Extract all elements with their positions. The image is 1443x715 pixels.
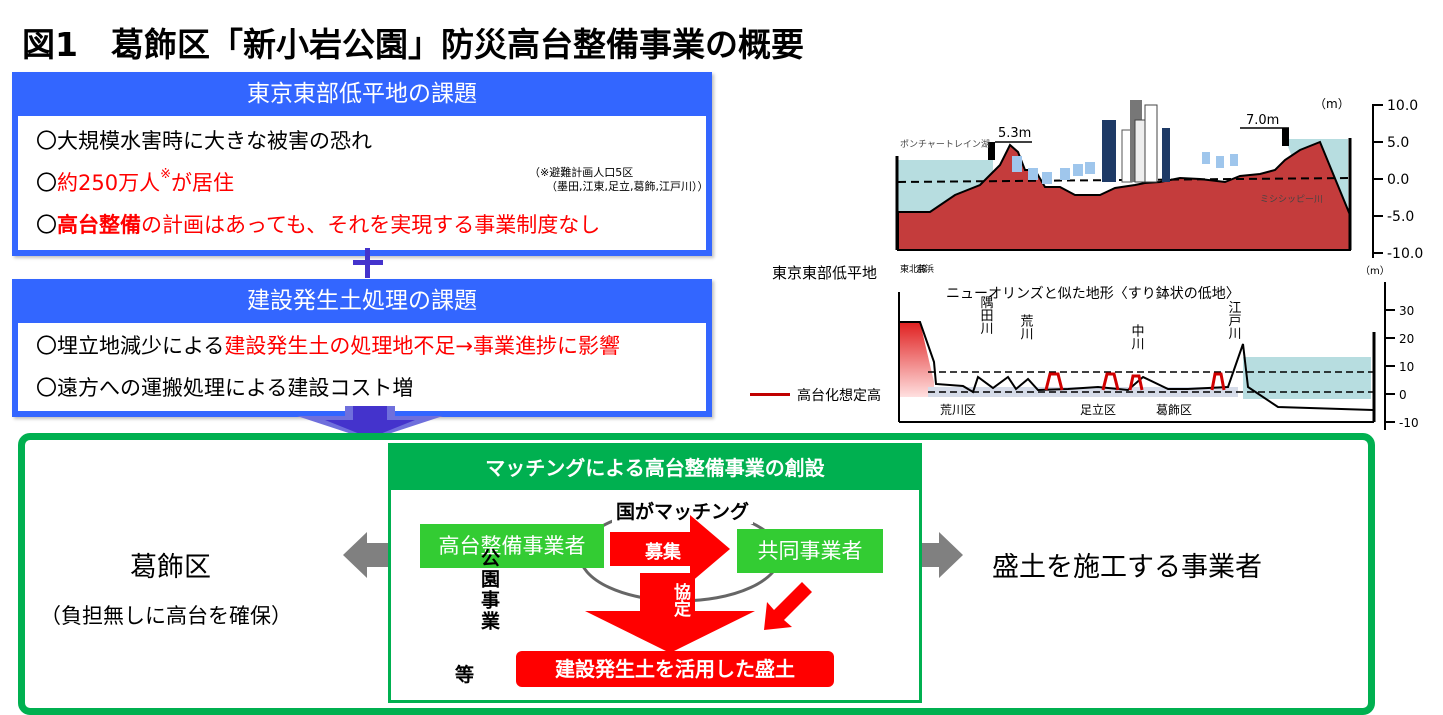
levee-right (1282, 128, 1289, 146)
levee-right-label: 7.0m (1246, 113, 1279, 128)
axis-tick-label: 0 (1399, 388, 1407, 402)
ward-label: 荒川区 (940, 403, 976, 417)
developer-box: 高台整備事業者 (420, 524, 604, 568)
axis-unit: （m） (1314, 97, 1350, 111)
contractor-title: 盛土を施工する事業者 (992, 552, 1262, 583)
issue-text: 大規模水害時に大きな被害の恐れ (57, 129, 372, 153)
katsushika-subtitle: （負担無しに高台を確保） (40, 604, 292, 628)
footnote-line-1: （※避難計画人口5区 (529, 166, 634, 179)
lowland-issue-1: 〇大規模水害時に大きな被害の恐れ (36, 120, 688, 162)
ward-label: 葛飾区 (1156, 403, 1192, 417)
park-project-label: 公園事業 (478, 548, 500, 632)
lowland-issue-2: 〇約250万人※が居住 （※避難計画人口5区 （墨田,江東,足立,葛飾,江戸川）… (36, 162, 709, 204)
matching-heading: マッチングによる高台整備事業の創設 (391, 446, 919, 490)
bullet: 〇 (36, 376, 57, 400)
legend-label: 高台化想定高 (797, 388, 881, 404)
issue-highlight: 建設発生土の処理地不足→事業進捗に影響 (224, 334, 620, 358)
bullet: 〇 (36, 213, 57, 237)
issue-text: が居住 (171, 171, 234, 195)
terrain (897, 140, 1351, 251)
river-label: 江戸川 (1226, 301, 1242, 340)
page-title: 図1 葛飾区「新小岩公園」防災高台整備事業の概要 (22, 25, 804, 64)
axis-tick-label: -10.0 (1387, 246, 1423, 262)
lowland-issue-3: 〇高台整備の計画はあっても、それを実現する事業制度なし (36, 204, 688, 246)
building (1102, 120, 1116, 182)
issue-text: 埋立地減少による (57, 334, 225, 358)
lowland-issues-heading: 東京東部低平地の課題 (247, 81, 477, 107)
highland-markers (1044, 372, 1226, 391)
axis-tick-label: 10 (1399, 360, 1414, 374)
new-orleans-profile: ポンチャートレイン湖 5.3m 7.0m ミシシッピー川 （m） 10.0 5.0… (895, 97, 1423, 262)
population-text: 約250万人 (57, 171, 161, 195)
axis-unit: （m） (1360, 265, 1390, 277)
lowland-issues-body: 〇大規模水害時に大きな被害の恐れ 〇約250万人※が居住 （※避難計画人口5区 … (18, 116, 709, 250)
bullet: 〇 (36, 334, 57, 358)
legend-line-icon (750, 393, 790, 396)
soil-issues-heading: 建設発生土処理の課題 (247, 288, 477, 314)
tokyo-profile: 東北線 京浜 ニューオリンズと似た地形〈すり鉢状の低地〉 隅田川 荒川 中川 江… (898, 263, 1419, 430)
river-label: 隅田川 (978, 296, 994, 335)
river-label: ミシシッピー川 (1260, 194, 1323, 205)
result-box: 建設発生土を活用した盛土 (516, 651, 834, 687)
highland-text: 高台整備 (57, 213, 141, 237)
footnote-mark: ※ (160, 167, 171, 182)
soil-issues-box: 建設発生土処理の課題 〇埋立地減少による建設発生土の処理地不足→事業進捗に影響 … (12, 279, 712, 417)
katsushika-title: 葛飾区 (130, 552, 211, 583)
rail-label-2: 京浜 (916, 263, 934, 275)
rail-label-1: 東北線 (900, 263, 927, 275)
agreement-label: 協定 (670, 583, 690, 617)
agreement-arrow-icon (585, 573, 755, 653)
footnote-line-2: （墨田,江東,足立,葛飾,江戸川）） (546, 180, 709, 193)
issue-text: 遠方への運搬処理による建設コスト増 (57, 376, 414, 400)
river-label: 中川 (1129, 324, 1145, 350)
soil-issue-2: 〇遠方への運搬処理による建設コスト増 (36, 367, 688, 409)
soil-issue-1: 〇埋立地減少による建設発生土の処理地不足→事業進捗に影響 (36, 325, 688, 367)
etc-label: 等 (455, 664, 475, 686)
river-label: 荒川 (1018, 314, 1034, 340)
axis-tick-label: 10.0 (1387, 98, 1418, 114)
bullet: 〇 (36, 129, 57, 153)
levee-left (988, 142, 995, 160)
tokyo-caption: ニューオリンズと似た地形〈すり鉢状の低地〉 (946, 286, 1240, 302)
axis-tick-label: 20 (1399, 332, 1414, 346)
ward-label: 足立区 (1080, 402, 1116, 417)
bullet: 〇 (36, 171, 57, 195)
axis-tick-label: -10 (1399, 416, 1419, 430)
plus-icon (353, 260, 383, 265)
axis-tick-label: -5.0 (1387, 209, 1414, 225)
lowland-issues-box: 東京東部低平地の課題 〇大規模水害時に大きな被害の恐れ 〇約250万人※が居住 … (12, 72, 712, 256)
down-arrow-icon (297, 406, 443, 440)
recruit-arrow-icon (610, 515, 730, 583)
levee-left-label: 5.3m (998, 126, 1031, 141)
country-matching-label: 国がマッチング (612, 497, 754, 524)
axis-tick-label: 5.0 (1387, 135, 1409, 151)
partner-box: 共同事業者 (737, 529, 883, 573)
tokyo-region-label: 東京東部低平地 (772, 264, 878, 282)
axis-tick-label: 0.0 (1387, 172, 1409, 188)
lake-label: ポンチャートレイン湖 (900, 139, 990, 150)
houses (1012, 152, 1238, 184)
issue-text: の計画はあっても、それを実現する事業制度なし (141, 213, 601, 237)
axis-tick-label: 30 (1399, 304, 1414, 318)
soil-issues-body: 〇埋立地減少による建設発生土の処理地不足→事業進捗に影響 〇遠方への運搬処理によ… (18, 323, 706, 411)
recruit-label: 募集 (645, 542, 681, 563)
diagonal-arrow-icon (764, 582, 812, 630)
